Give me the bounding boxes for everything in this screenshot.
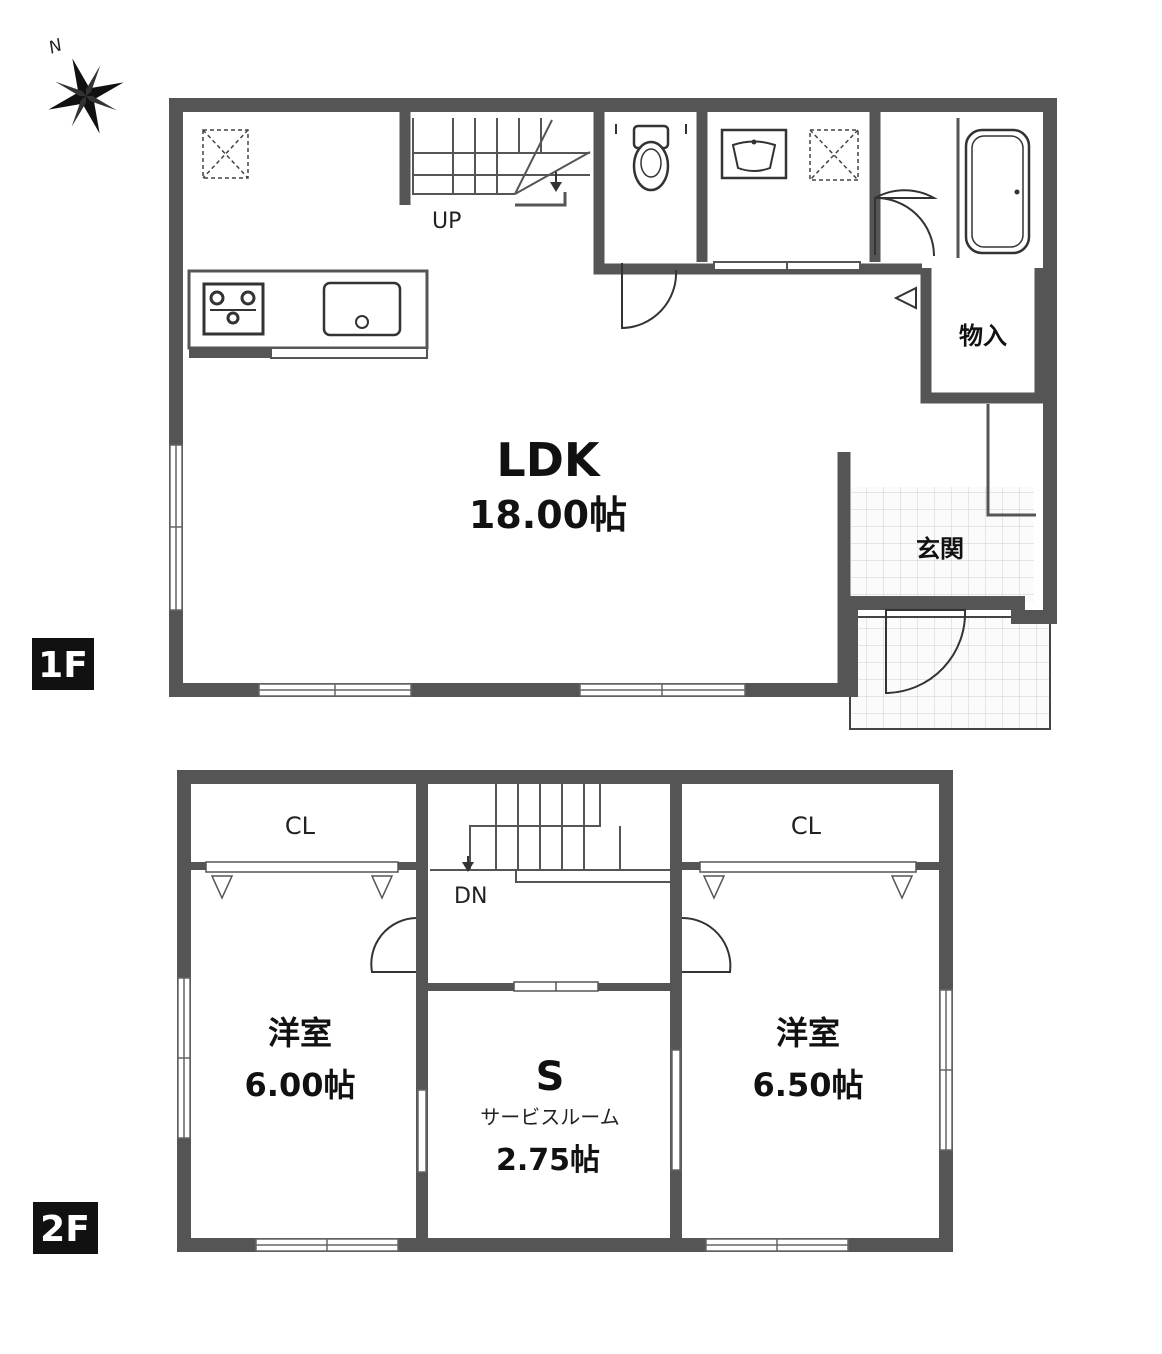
service-room-size: 2.75帖 [496,1143,600,1178]
floor-1-badge [32,638,94,690]
stairs-down-label: DN [454,884,487,909]
window [258,683,412,697]
stairs-up: UP [412,118,591,234]
ventilation-icon [202,129,249,179]
floor-2-badge-label: 2F [40,1209,90,1250]
room-right-label: 洋室 [776,1014,840,1052]
storage-handle-icon [893,286,917,310]
north-label: N [46,35,65,58]
entrance-floor [851,487,1034,603]
closet-right-label: CL [791,812,822,840]
floor-2: DN [33,770,953,1254]
room-left-size: 6.00帖 [245,1066,356,1104]
door-icon [885,609,967,695]
window [255,1238,399,1252]
window [705,1238,849,1252]
sliding-door [713,261,861,271]
kitchen-counter [187,269,429,359]
door-icon [681,916,732,973]
window [417,1089,427,1173]
toilet-icon [615,124,687,192]
room-left-label: 洋室 [268,1014,332,1052]
room-right-size: 6.50帖 [753,1066,864,1104]
window [579,683,746,697]
window [169,444,183,611]
window [177,977,191,1139]
floor-2-badge [33,1202,98,1254]
floor-1: UP [32,98,1057,730]
stairs-up-label: UP [432,209,461,234]
ventilation-icon [809,129,859,181]
porch [849,616,1051,730]
service-room-label: サービスルーム [480,1105,619,1129]
sink-icon [322,281,402,337]
closet-door [699,861,917,900]
ldk-size: 18.00帖 [469,493,627,537]
service-room-letter: S [536,1054,565,1100]
closet-left-label: CL [285,812,316,840]
door-icon [874,189,938,257]
bathtub-icon [964,128,1031,255]
door-icon [621,263,678,330]
floor-1-badge-label: 1F [38,645,88,686]
ldk-label: LDK [496,433,601,487]
closet-door [205,861,399,900]
entrance-label: 玄関 [916,535,964,563]
washbasin-icon [720,128,788,180]
window [939,989,953,1151]
sliding-door [513,981,599,992]
compass-rose-icon: N [46,35,124,134]
window [671,1049,681,1171]
storage-label: 物入 [959,322,1007,350]
stairs-down: DN [430,783,670,909]
door-icon [370,917,417,973]
stove-icon [202,282,265,336]
